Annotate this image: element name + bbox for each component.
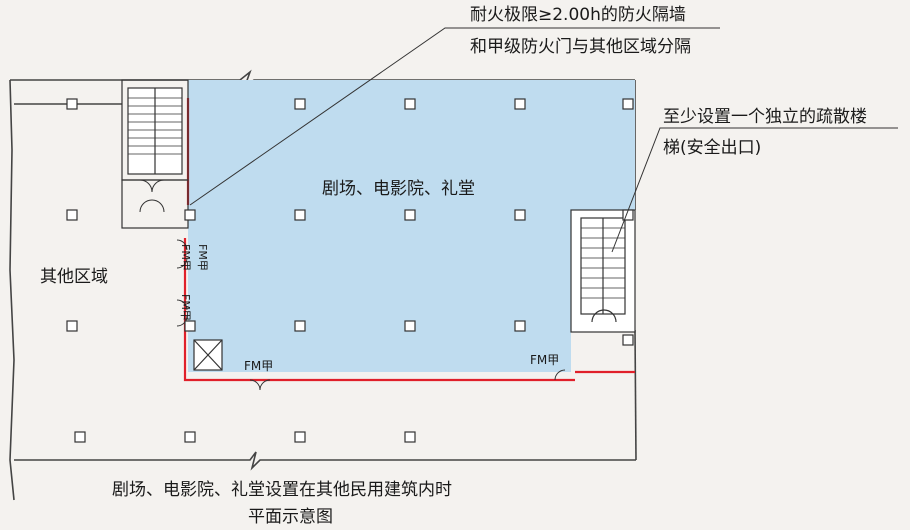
fire-door-label: FM甲 [179, 294, 192, 321]
left-stair-core [121, 79, 189, 229]
stair-note-line1: 至少设置一个独立的疏散楼 [663, 107, 867, 127]
elevator-shaft [193, 339, 223, 371]
other-zone-label: 其他区域 [40, 267, 108, 287]
fire-door-label: FM甲 [244, 359, 273, 373]
caption-line1: 剧场、电影院、礼堂设置在其他民用建筑内时 [112, 480, 452, 500]
column-grid [66, 98, 634, 443]
wall-note-line1: 耐火极限≥2.00h的防火隔墙 [470, 5, 686, 25]
stair-note-line2: 梯(安全出口) [663, 138, 761, 158]
theater-zone [188, 80, 635, 372]
wall-note-line2: 和甲级防火门与其他区域分隔 [470, 37, 691, 57]
leader-lines [189, 27, 898, 253]
fire-door-label: FM甲 [196, 244, 209, 271]
right-stair-core [570, 209, 636, 333]
fire-door-label: FM甲 [530, 353, 559, 367]
theater-zone-label: 剧场、电影院、礼堂 [322, 179, 475, 199]
left-stair-doors [139, 179, 165, 213]
caption-line2: 平面示意图 [248, 507, 333, 527]
fire-door-swings [176, 239, 566, 391]
fire-door-label: FM甲 [179, 244, 192, 271]
